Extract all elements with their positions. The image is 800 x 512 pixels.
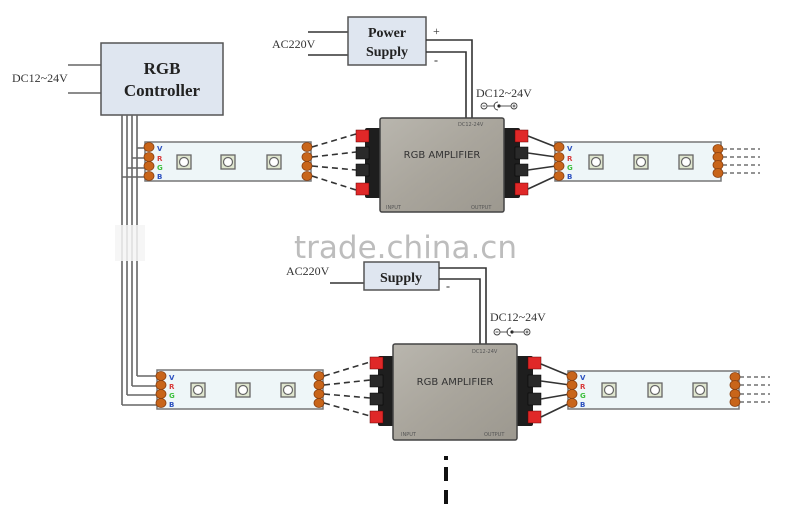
amp-bottom-output: OUTPUT [484, 432, 505, 438]
ps-bottom-input-label: AC220V [286, 264, 330, 278]
rgb-amplifier-top: RGB AMPLIFIER DC12-24V INPUT OUTPUT [355, 117, 529, 213]
pin-b-label: B [157, 173, 162, 181]
pin-g-label: G [157, 164, 163, 172]
ps-top-output-label: DC12~24V [476, 86, 532, 100]
rgb-controller: DC12~24V RGB Controller [12, 42, 224, 116]
amp-top-output: OUTPUT [471, 205, 492, 211]
dc-jack-icon [493, 327, 531, 337]
ps-top-box [347, 16, 427, 66]
controller-title-line1: RGB [144, 59, 181, 78]
led-chip [647, 382, 663, 398]
led-chip [601, 382, 617, 398]
led-chip [280, 382, 296, 398]
pin-r-label: R [157, 155, 163, 163]
led-strip-bottom-left: V R G B [155, 369, 325, 410]
amp-top-input: INPUT [386, 205, 402, 211]
led-chip [235, 382, 251, 398]
ps-top-minus: - [434, 53, 438, 67]
ps-top-title-line2: Supply [366, 45, 408, 60]
led-chip [190, 382, 206, 398]
amp-bottom-input: INPUT [401, 432, 417, 438]
amp-bottom-voltage: DC12-24V [472, 349, 498, 355]
dc-jack-icon [480, 101, 518, 111]
svg-text:G: G [567, 164, 573, 172]
rgb-amplifier-bottom: RGB AMPLIFIER DC12-24V INPUT OUTPUT [369, 343, 542, 441]
ps-top-input-label: AC220V [272, 37, 316, 51]
svg-text:V: V [567, 145, 573, 153]
led-chip [678, 154, 694, 170]
svg-text:B: B [169, 401, 174, 409]
led-chip [176, 154, 192, 170]
svg-text:R: R [567, 155, 573, 163]
amp-top-voltage: DC12-24V [458, 122, 484, 128]
led-chip [588, 154, 604, 170]
power-supply-bottom: AC220V Supply - DC12~24V [286, 261, 546, 344]
continuation-dashes-top [723, 148, 760, 174]
svg-text:R: R [580, 383, 586, 391]
ps-bottom-title: Supply [380, 271, 422, 286]
led-strip-top-right: V R G B [553, 141, 724, 182]
led-strip-bottom-right: V R G B [566, 370, 741, 410]
vertical-continuation-icon [444, 456, 448, 504]
svg-text:B: B [580, 401, 585, 409]
led-chip [220, 154, 236, 170]
power-supply-top: AC220V Power Supply + - DC12~24V [272, 16, 532, 118]
ps-bottom-output-label: DC12~24V [490, 310, 546, 324]
watermark: trade.china.cn [294, 230, 517, 266]
solid-links-top-output [527, 135, 557, 190]
svg-text:R: R [169, 383, 175, 391]
dashed-links-top-input [311, 133, 357, 191]
pin-v-label: V [157, 145, 163, 153]
solid-links-bottom-output [540, 363, 571, 418]
led-chip [692, 382, 708, 398]
svg-text:G: G [169, 392, 175, 400]
dashed-links-bottom-input [323, 361, 371, 417]
continuation-dashes-bottom [740, 376, 770, 403]
strip-pads-left [143, 142, 155, 181]
amp-top-label: RGB AMPLIFIER [404, 150, 481, 161]
svg-text:V: V [580, 374, 586, 382]
ps-bottom-minus: - [446, 279, 450, 293]
ps-top-title-line1: Power [368, 26, 406, 41]
svg-text:G: G [580, 392, 586, 400]
controller-box [100, 42, 224, 116]
led-chip [633, 154, 649, 170]
ps-top-plus: + [433, 24, 440, 38]
controller-input-label: DC12~24V [12, 71, 68, 85]
svg-text:V: V [169, 374, 175, 382]
amp-bottom-label: RGB AMPLIFIER [417, 377, 494, 388]
led-strip-top-left: V R G B [143, 141, 313, 182]
led-chip [266, 154, 282, 170]
ps-bottom-box [363, 261, 440, 291]
controller-title-line2: Controller [124, 81, 201, 100]
svg-text:B: B [567, 173, 572, 181]
